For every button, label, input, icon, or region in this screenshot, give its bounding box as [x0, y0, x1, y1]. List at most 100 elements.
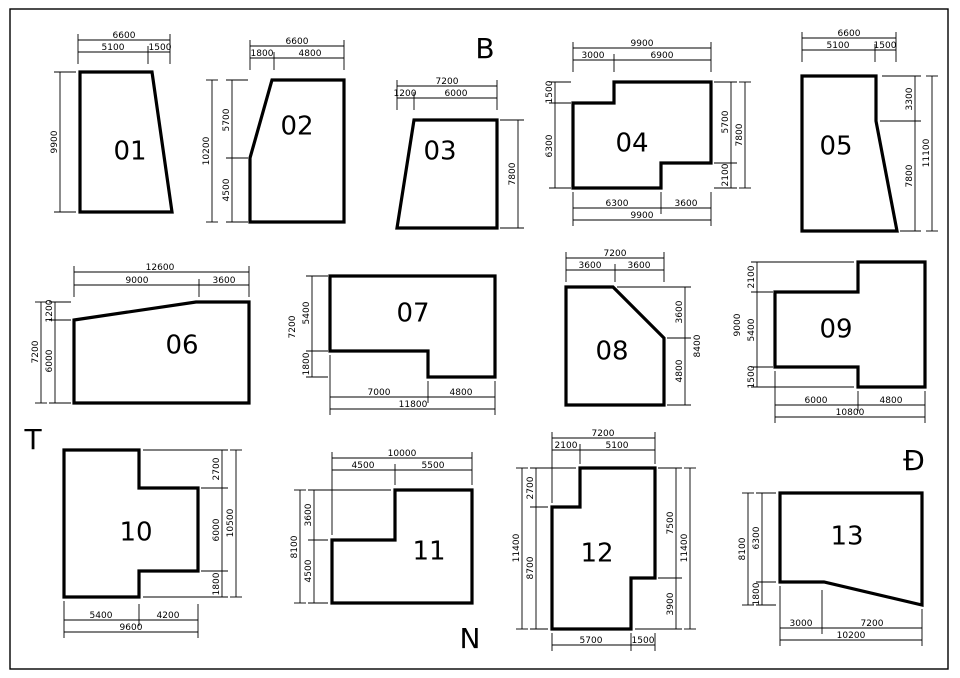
dimension-text: 4200	[157, 611, 180, 621]
shape-label: 03	[423, 137, 456, 167]
dimension-text: 8100	[290, 535, 300, 558]
shape-label: 04	[615, 129, 648, 159]
dimension-lines	[63, 449, 242, 638]
dimension-text: 2100	[721, 163, 731, 186]
dimension-text: 12600	[146, 263, 175, 273]
dimension-text: 11800	[399, 400, 428, 410]
dimension-text: 10200	[202, 136, 212, 165]
dimension-text: 7800	[905, 164, 915, 187]
dimension-text: 6900	[651, 51, 674, 61]
dimension-text: 5100	[102, 43, 125, 53]
dimension-text: 4800	[299, 49, 322, 59]
dimension-text: 5400	[747, 318, 757, 341]
dimension-text: 7200	[31, 340, 41, 363]
dimension-lines	[306, 275, 496, 415]
dimension-text: 3900	[666, 592, 676, 615]
dimension-text: 10200	[837, 631, 866, 641]
dimension-text: 9900	[631, 39, 654, 49]
dimension-text: 4800	[450, 388, 473, 398]
dimension-text: 3600	[628, 261, 651, 271]
dimension-lines	[35, 266, 250, 404]
dimension-text: 10500	[226, 508, 236, 537]
shape-label: 08	[595, 337, 628, 367]
dimension-text: 2700	[212, 457, 222, 480]
shape-label: 12	[580, 539, 613, 569]
dimension-text: 5700	[721, 110, 731, 133]
dimension-text: 10800	[836, 408, 865, 418]
direction-west: T	[23, 423, 42, 456]
shape-05: 05 6600 5100 1500 3300 11100 7800	[800, 29, 938, 233]
dimension-text: 3600	[213, 276, 236, 286]
shape-label: 09	[819, 315, 852, 345]
shape-03: 03 7200 1200 6000 7800	[394, 77, 524, 230]
direction-north: B	[475, 32, 494, 65]
dimension-text: 3600	[304, 503, 314, 526]
shape-label: 13	[830, 522, 863, 552]
dimension-text: 4500	[222, 178, 232, 201]
dimension-text: 11400	[512, 533, 522, 562]
dimension-text: 6000	[445, 89, 468, 99]
shape-02: 02 6600 1800 4800 5700 10200 4500	[202, 37, 346, 224]
dimension-text: 6000	[805, 396, 828, 406]
direction-east: Đ	[903, 444, 925, 477]
dimension-lines	[549, 42, 751, 226]
shape-13: 13 8100 6300 1800 3000 7200 10200	[738, 491, 924, 646]
shape-label: 06	[165, 331, 198, 361]
shape-label: 07	[396, 299, 429, 329]
dimension-lines	[396, 80, 524, 229]
dimension-text: 3300	[905, 87, 915, 110]
shape-12: 12 7200 2100 5100 2700 11400 8700 7500 1…	[512, 429, 696, 651]
shape-07: 07 7200 5400 1800 7000 4800 11800	[288, 274, 497, 415]
shape-08: 08 7200 3600 3600 3600 8400 4800	[564, 249, 703, 407]
dimension-text: 6300	[606, 199, 629, 209]
dimension-text: 7800	[735, 123, 745, 146]
dimension-text: 11400	[680, 533, 690, 562]
dimension-text: 1500	[874, 41, 897, 51]
dimension-lines	[294, 452, 473, 604]
dimension-text: 1500	[632, 636, 655, 646]
shape-label: 10	[119, 518, 152, 548]
shape-04: 04 9900 3000 6900 1500 6300 5700 7800 21…	[545, 39, 751, 226]
shape-06: 06 12600 9000 3600 1200 7200 6000	[31, 263, 251, 405]
dimension-lines	[54, 34, 171, 213]
dimension-text: 2100	[747, 265, 757, 288]
dimension-text: 7800	[508, 162, 518, 185]
dimension-text: 6000	[45, 349, 55, 372]
dimension-text: 5700	[580, 636, 603, 646]
dimension-text: 5100	[606, 441, 629, 451]
dimension-text: 1800	[251, 49, 274, 59]
dimension-text: 3000	[790, 619, 813, 629]
dimension-text: 9000	[126, 276, 149, 286]
shape-label: 02	[280, 112, 313, 142]
dimension-text: 5400	[302, 301, 312, 324]
dimension-text: 1200	[45, 299, 55, 322]
dimension-text: 7200	[436, 77, 459, 87]
dimension-text: 5100	[827, 41, 850, 51]
dimension-text: 4800	[880, 396, 903, 406]
dimension-text: 3600	[675, 199, 698, 209]
dimension-text: 5700	[222, 108, 232, 131]
dimension-text: 6000	[212, 518, 222, 541]
dimension-text: 3600	[675, 300, 685, 323]
dimension-text: 1200	[394, 89, 417, 99]
dimension-lines	[742, 492, 923, 646]
dimension-text: 11100	[922, 138, 932, 167]
dimension-text: 7200	[861, 619, 884, 629]
dimension-text: 2100	[555, 441, 578, 451]
shape-label: 01	[113, 137, 146, 167]
shape-label: 05	[819, 132, 852, 162]
dimension-lines	[206, 40, 345, 223]
shape-10: 10 2700 6000 10500 1800 5400 4200 9600	[62, 448, 242, 638]
dimension-lines	[751, 261, 926, 423]
dimension-text: 1500	[149, 43, 172, 53]
dimension-text: 6600	[286, 37, 309, 47]
dimension-text: 1800	[752, 582, 762, 605]
dimension-lines	[801, 32, 938, 232]
dimension-text: 2700	[526, 476, 536, 499]
shape-11: 11 10000 4500 5500 3600 8100 4500	[290, 449, 474, 605]
dimension-lines	[565, 252, 691, 406]
dimension-text: 6300	[752, 526, 762, 549]
dimension-text: 5500	[422, 461, 445, 471]
dimension-text: 4800	[675, 359, 685, 382]
